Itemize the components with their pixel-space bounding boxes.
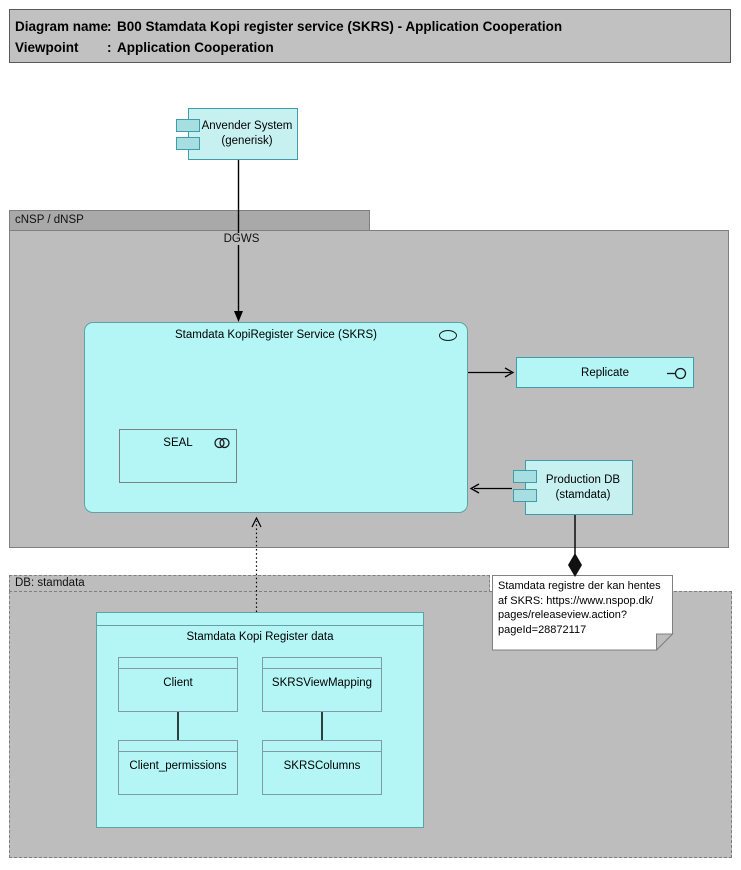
group-label-db-stamdata: DB: stamdata	[15, 577, 85, 589]
table-client: Client	[118, 657, 238, 712]
diagram-name-value: B00 Stamdata Kopi register service (SKRS…	[117, 19, 563, 34]
component-icon	[176, 119, 200, 132]
node-anvender-system: Anvender System (generisk)	[188, 108, 298, 160]
production-db-qualifier: (stamdata)	[555, 488, 611, 501]
table-client-permissions-label: Client_permissions	[129, 760, 227, 772]
oval-service-icon	[439, 330, 457, 341]
lollipop-interface-icon	[667, 367, 687, 380]
replicate-label: Replicate	[581, 366, 629, 379]
anvender-system-qualifier: (generisk)	[221, 135, 273, 147]
node-production-db: Production DB (stamdata)	[525, 460, 633, 515]
node-seal: SEAL	[119, 429, 237, 483]
production-db-name: Production DB	[545, 473, 621, 486]
table-client-permissions: Client_permissions	[118, 740, 238, 795]
note-line: pages/releaseview.action?	[498, 609, 628, 621]
anvender-system-name: Anvender System	[201, 120, 293, 132]
component-icon	[513, 470, 537, 483]
table-skrscolumns: SKRSColumns	[262, 740, 382, 795]
collaboration-circles-icon	[214, 437, 230, 449]
group-tab-cnsp-dnsp: cNSP / dNSP	[9, 210, 370, 231]
diagram-title-bar: Diagram name : B00 Stamdata Kopi registe…	[9, 9, 731, 63]
group-label-cnsp-dnsp: cNSP / dNSP	[15, 214, 84, 226]
separator: :	[107, 19, 112, 34]
table-header-strip	[263, 741, 381, 752]
note-line: Stamdata registre der kan hentes	[498, 580, 661, 592]
table-client-label: Client	[163, 677, 193, 689]
note-line: pageId=28872117	[498, 623, 587, 636]
data-box-title: Stamdata Kopi Register data	[186, 631, 334, 643]
table-skrscolumns-label: SKRSColumns	[283, 760, 361, 772]
table-header-strip	[119, 658, 237, 669]
table-skrsviewmapping: SKRSViewMapping	[262, 657, 382, 712]
viewpoint-value: Application Cooperation	[117, 40, 274, 55]
note-text: Stamdata registre der kan hentes af SKRS…	[498, 579, 668, 637]
table-header-strip	[119, 741, 237, 752]
separator: :	[107, 40, 112, 55]
diagram-name-label: Diagram name	[15, 19, 109, 34]
note-line: af SKRS: https://www.nspop.dk/	[498, 594, 654, 607]
connector-label-dgws: DGWS	[217, 233, 266, 245]
diamond-end	[568, 553, 582, 577]
group-tab-db-stamdata: DB: stamdata	[9, 575, 490, 592]
component-icon	[176, 137, 200, 150]
table-header-strip	[263, 658, 381, 669]
diagram-name-row: Diagram name : B00 Stamdata Kopi registe…	[15, 16, 730, 37]
node-stamdata-kopi-register-data: Stamdata Kopi Register data	[96, 612, 424, 828]
viewpoint-row: Viewpoint : Application Cooperation	[15, 37, 730, 58]
node-replicate: Replicate	[516, 357, 694, 388]
viewpoint-label: Viewpoint	[15, 40, 79, 55]
seal-label: SEAL	[163, 437, 193, 449]
skrs-service-label: Stamdata KopiRegister Service (SKRS)	[175, 329, 377, 341]
data-box-header-strip	[97, 613, 423, 626]
table-skrsviewmapping-label: SKRSViewMapping	[271, 677, 373, 689]
note-shape	[492, 575, 674, 651]
node-skrs-service: Stamdata KopiRegister Service (SKRS)	[84, 322, 468, 513]
component-icon	[513, 489, 537, 502]
